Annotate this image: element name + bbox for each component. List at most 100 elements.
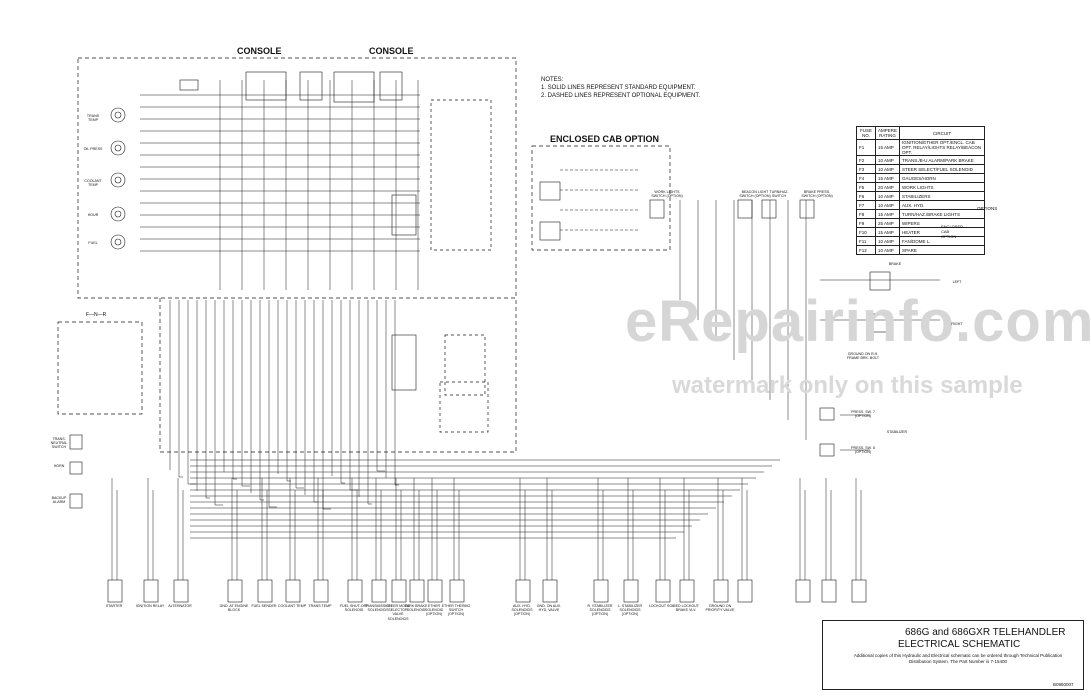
fuse-number: F4 — [856, 173, 876, 183]
bottom-connector-22 — [821, 579, 837, 603]
notes-line-1: 1. SOLID LINES REPRESENT STANDARD EQUIPM… — [541, 85, 696, 91]
bottom-connector-14 — [542, 579, 558, 603]
harness-wire — [241, 300, 250, 487]
fuse-circuit: STABILIZERS — [899, 191, 986, 201]
circuit-header: CIRCUIT — [899, 126, 986, 140]
bottom-component-label: AUX. HYD. SOLENOIDS (OPTION) — [511, 604, 533, 617]
right-component-label: WORK LIGHTS SWITCH (OPTION) — [651, 190, 683, 199]
fuse-circuit: TRANS./B-U ALARM/PARK BRAKE — [899, 155, 986, 165]
right-component-label: BRAKE PRESS. SWITCH (OPTION) — [801, 190, 833, 199]
bottom-connector-4 — [257, 579, 273, 603]
fuse-options-label: OPTIONS — [977, 206, 998, 211]
console-lower-boundary — [159, 298, 517, 453]
bottom-component-label: FUEL SHUT-OFF SOLENOID — [339, 604, 369, 613]
backup-alarm-box — [69, 493, 83, 509]
bottom-component-label: TRANSMISSION SOLENOIDS — [364, 604, 392, 613]
right-component-label: GROUND ON R.H. FRAME BRK. BOLT — [846, 352, 880, 361]
fuse-number: F8 — [856, 209, 876, 219]
notes-block: NOTES: 1. SOLID LINES REPRESENT STANDARD… — [541, 76, 700, 100]
fuse-rating: 15 AMP — [874, 227, 901, 237]
brake-light-left — [869, 271, 891, 291]
cab-heater — [539, 221, 561, 241]
gauge-3 — [110, 206, 126, 222]
bottom-connector-18 — [679, 579, 695, 603]
work-light-switch — [649, 199, 665, 219]
fuse-number: F6 — [856, 191, 876, 201]
harness-wire — [376, 300, 385, 472]
bottom-connector-19 — [713, 579, 729, 603]
stabilizer-switch-boundary — [430, 99, 492, 251]
fuse-rating: 10 AMP — [874, 236, 901, 246]
drawing-number: B0960007 — [1053, 682, 1074, 687]
left-component-label: HORN — [53, 464, 65, 468]
harness-wire — [313, 300, 318, 503]
fuse-circuit: TURN/HAZ./BRAKE LIGHTS — [899, 209, 986, 219]
fuse-no-header: FUSE NO. — [856, 126, 876, 140]
console-switch-2 — [245, 71, 287, 101]
gauge-label: HOUR — [87, 213, 99, 217]
fuse-number: F9 — [856, 218, 876, 228]
gauge-label: OIL PRESS — [83, 147, 103, 151]
gauge-center-0 — [114, 111, 122, 119]
bottom-component-label: R. STABILIZER SOLENOIDS (OPTION) — [587, 604, 613, 617]
fuse-table-header: FUSE NO. AMPERE RATING CIRCUIT — [856, 126, 986, 140]
fuse-rating: 15 AMP — [874, 139, 901, 156]
right-component-label: TURN/HAZ. SWITCH — [769, 190, 789, 199]
harness-wire — [394, 300, 399, 486]
gauge-4 — [110, 234, 126, 250]
fnr-label: F—N—R — [86, 312, 107, 318]
fuse-number: F1 — [856, 139, 876, 156]
cab-fan — [539, 181, 561, 201]
right-component-label: LEFT — [952, 280, 962, 284]
bottom-component-label: PARK BRAKE SOLENOID — [404, 604, 428, 613]
fuse-rating: 15 AMP — [874, 209, 901, 219]
harness-wire — [178, 300, 183, 478]
bottom-connector-11 — [427, 579, 443, 603]
left-component-label: BACKUP ALARM — [51, 496, 67, 505]
fuse-number: F12 — [856, 245, 876, 255]
gauge-0 — [110, 107, 126, 123]
bottom-connector-5 — [285, 579, 301, 603]
gauge-label: FUEL — [88, 241, 98, 245]
bottom-component-label: STEER MODE SELECTOR VALVE SOLENOIDS — [386, 604, 410, 621]
harness-wire — [187, 300, 196, 485]
bottom-component-label: COOLANT TEMP — [277, 604, 307, 608]
console-right-title: CONSOLE — [369, 46, 414, 56]
console-switch-3 — [299, 71, 323, 101]
bottom-component-label: STARTER — [105, 604, 123, 608]
press-switch-7 — [819, 407, 835, 421]
bottom-connector-7 — [347, 579, 363, 603]
bottom-component-label: ALTERNATOR — [168, 604, 192, 608]
harness-wire — [349, 300, 358, 491]
fuse-number: F5 — [856, 182, 876, 192]
gauge-center-3 — [114, 210, 122, 218]
harness-wire — [286, 300, 291, 482]
harness-wire — [259, 300, 264, 501]
relay-block — [391, 334, 417, 391]
harness-wire — [214, 300, 223, 506]
fuse-rating: 25 AMP — [874, 218, 901, 228]
fuse-rating: 15 AMP — [874, 173, 901, 183]
bottom-connector-12 — [449, 579, 465, 603]
bottom-connector-15 — [593, 579, 609, 603]
title-note: Additional copies of this Hydraulic and … — [853, 653, 1063, 664]
brake-light-right — [869, 313, 891, 333]
notes-heading: NOTES: — [541, 77, 564, 83]
fuse-number: F10 — [856, 227, 876, 237]
bottom-connector-6 — [313, 579, 329, 603]
gauge-center-1 — [114, 144, 122, 152]
neutral-switch-box — [69, 461, 83, 475]
fuse-circuit: STEER SELECT/FUEL SOLENOID — [899, 164, 986, 174]
enclosed-cab-title: ENCLOSED CAB OPTION — [550, 134, 660, 144]
encl-cab-relay-boundary — [439, 381, 489, 433]
horn-box — [69, 434, 83, 450]
gauge-label: TRANS TEMP — [86, 114, 100, 123]
console-switch-1 — [179, 79, 199, 91]
bottom-connector-21 — [795, 579, 811, 603]
